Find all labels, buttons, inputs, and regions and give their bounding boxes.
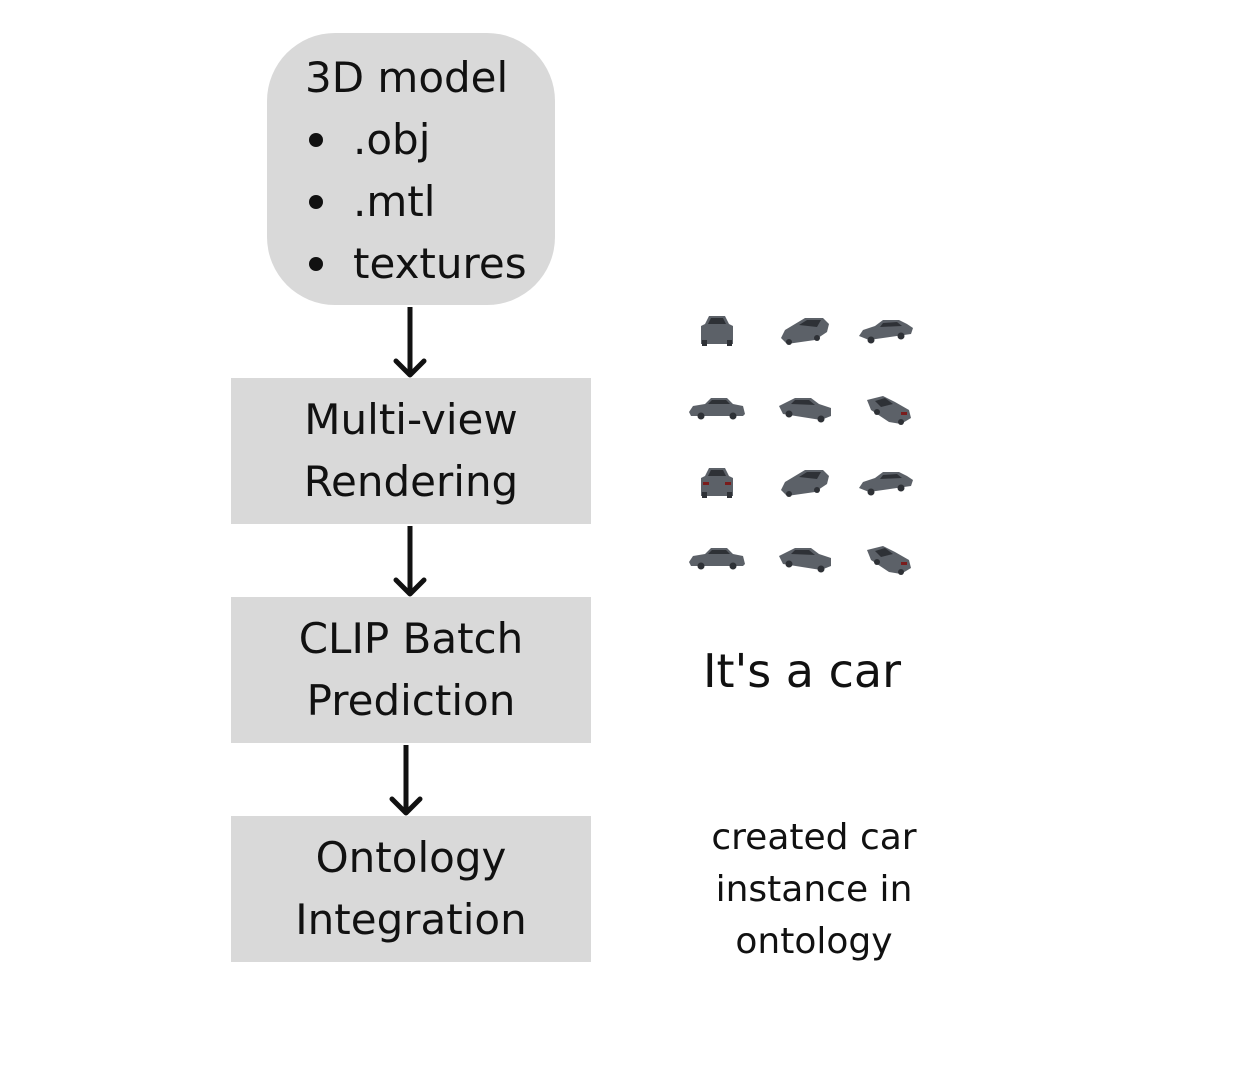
clip-box-line-1: CLIP Batch bbox=[298, 614, 524, 663]
car-render-front-left-icon bbox=[781, 470, 829, 497]
ontology-result-text: created car instance in ontology bbox=[690, 812, 938, 968]
bullet-icon bbox=[309, 257, 323, 271]
multiview-rendering-box: Multi-view Rendering bbox=[231, 378, 591, 524]
arrow-down-icon bbox=[393, 526, 427, 597]
clip-batch-prediction-box: CLIP Batch Prediction bbox=[231, 597, 591, 743]
list-item: .obj bbox=[267, 109, 527, 171]
ontology-text-line-1: created car bbox=[711, 817, 917, 858]
car-render-rear-three-quarter-icon bbox=[779, 548, 831, 573]
bullet-icon bbox=[309, 133, 323, 147]
model-file-obj: .obj bbox=[353, 115, 431, 164]
ontology-text-line-3: ontology bbox=[735, 921, 893, 962]
car-render-left-three-quarter-icon bbox=[859, 320, 913, 344]
car-render-front-icon bbox=[701, 316, 733, 346]
ontology-integration-box: Ontology Integration bbox=[231, 816, 591, 962]
list-item: textures bbox=[267, 233, 527, 295]
ontology-box-line-1: Ontology bbox=[315, 833, 507, 882]
rendered-views-grid bbox=[683, 310, 923, 590]
model-input-box: 3D model .obj .mtl textures bbox=[267, 33, 555, 305]
car-render-side-icon bbox=[689, 398, 745, 420]
model-file-list: .obj .mtl textures bbox=[267, 109, 527, 295]
list-item: .mtl bbox=[267, 171, 527, 233]
model-box-title: 3D model bbox=[305, 53, 509, 102]
render-box-line-2: Rendering bbox=[303, 457, 519, 506]
clip-box-line-2: Prediction bbox=[306, 676, 516, 725]
ontology-box-line-2: Integration bbox=[295, 895, 527, 944]
render-box-line-1: Multi-view bbox=[304, 395, 518, 444]
car-render-rear-icon bbox=[701, 468, 733, 498]
arrow-down-icon bbox=[389, 745, 423, 816]
model-file-mtl: .mtl bbox=[353, 177, 436, 226]
ontology-text-line-2: instance in bbox=[715, 869, 913, 910]
car-render-front-left-icon bbox=[781, 318, 829, 345]
car-render-rear-right-icon bbox=[867, 546, 911, 575]
car-render-rear-three-quarter-icon bbox=[779, 398, 831, 423]
car-render-side-icon bbox=[689, 548, 745, 570]
model-file-textures: textures bbox=[353, 239, 527, 288]
arrow-down-icon bbox=[393, 307, 427, 378]
car-render-rear-right-icon bbox=[867, 396, 911, 425]
bullet-icon bbox=[309, 195, 323, 209]
car-render-left-three-quarter-icon bbox=[859, 472, 913, 496]
prediction-result-text: It's a car bbox=[702, 644, 902, 698]
